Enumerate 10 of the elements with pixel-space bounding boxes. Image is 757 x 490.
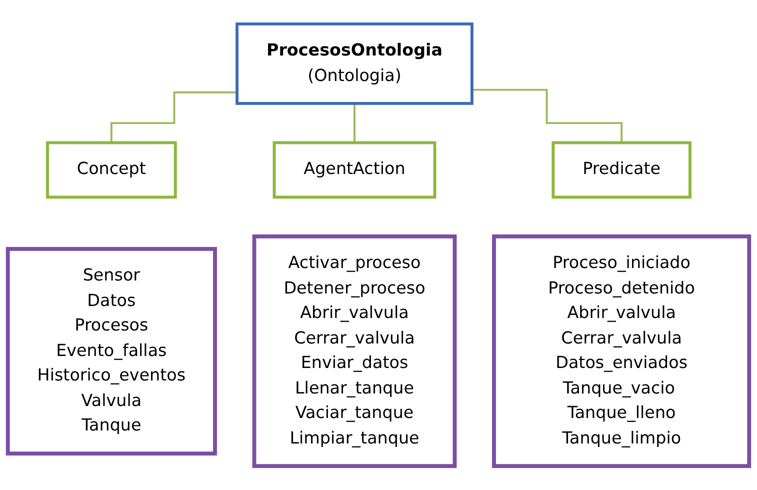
node-box: Concept (46, 141, 177, 199)
connector (354, 102, 356, 144)
connector (110, 91, 238, 144)
node-box: Proceso_iniciado Proceso_detenido Abrir_valvula Cerrar_valvula Datos_enviados Tanque_vacio Tanque_lleno Tanque_limpio (492, 234, 752, 468)
node-box: Activar_proceso Detener_proceso Abrir_valvula Cerrar_valvula Enviar_datos Llenar_tanque Vaciar_tanque Limpiar_tanque (252, 234, 457, 468)
node-box: Sensor Datos Procesos Evento_fallas Historico_eventos Valvula Tanque (6, 246, 217, 456)
node-box: ProcesosOntologia (Ontologia) (236, 22, 474, 105)
connector (472, 88, 623, 144)
node-box: Predicate (552, 141, 692, 199)
node-box: AgentAction (272, 141, 436, 199)
